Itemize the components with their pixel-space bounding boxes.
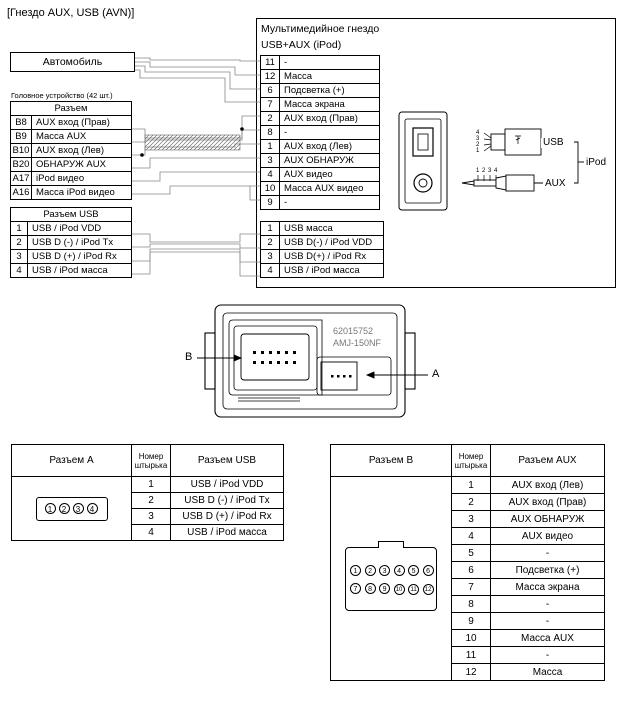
- connector-housing: [214, 304, 406, 418]
- connector-b-pins: [253, 351, 296, 364]
- connector-b-icon-cell: 1 2 3 4 5 6 7 8 9 10 11 12: [330, 476, 452, 681]
- right-latch: [404, 332, 416, 390]
- left-latch: [204, 332, 216, 390]
- connector-code-2: AMJ-150NF: [333, 338, 382, 348]
- connector-a-icon: 1 2 3 4: [35, 496, 108, 521]
- usb-plug: [490, 128, 558, 156]
- table-a-col3: Разъем USB: [170, 444, 284, 477]
- media-jack-subtitle: USB+AUX (iPod): [261, 39, 342, 51]
- aux-plug-label: AUX: [543, 178, 568, 189]
- pin-row-top: 1 2 3 4 5 6: [350, 564, 434, 576]
- media-jack-box: [256, 18, 616, 288]
- table-row: 11-: [331, 646, 605, 664]
- connector-a-frame: [316, 356, 392, 396]
- usb-pin-lines: [483, 132, 492, 152]
- shielded-cable: [144, 134, 241, 151]
- splice-dot: [240, 127, 244, 131]
- pin-circle: 2: [58, 502, 70, 514]
- ipod-label: iPod: [586, 157, 607, 168]
- car-label: Автомобиль: [42, 56, 103, 68]
- car-box: Автомобиль: [10, 52, 135, 72]
- pin-circle: 4: [86, 502, 98, 514]
- splice-dot: [140, 153, 144, 157]
- table-b-col1: Разъем B: [330, 444, 452, 477]
- media-jack-title: Мультимедийное гнездо: [261, 23, 380, 35]
- aux-plug: [461, 174, 558, 192]
- connector-code-1: 62015752: [333, 326, 374, 336]
- car-wires: [135, 57, 260, 103]
- connector-a-pins: [331, 375, 352, 378]
- usb-wires: [132, 233, 260, 277]
- connector-a-shell: [320, 361, 358, 391]
- label-a: A: [432, 368, 440, 380]
- label-b: B: [185, 351, 193, 363]
- usb-plug-label: USB: [541, 137, 566, 148]
- pin-circle: 1: [44, 502, 56, 514]
- connector-b-shell: [240, 333, 310, 381]
- head-unit-subtitle: Головное устройство (42 шт.): [11, 91, 113, 100]
- connector-b-icon: 1 2 3 4 5 6 7 8 9 10 11 12: [345, 540, 437, 611]
- jack-face: [398, 111, 448, 211]
- page-title: [Гнездо AUX, USB (AVN)]: [7, 7, 135, 19]
- callout-arrows: [197, 354, 428, 379]
- aux-pin-lines: [477, 175, 497, 181]
- table-row: 9-: [260, 195, 380, 210]
- table-b-col3: Разъем AUX: [490, 444, 605, 477]
- connector-a-icon-cell: 1 2 3 4: [11, 476, 132, 541]
- table-a-col1: Разъем A: [11, 444, 132, 477]
- pin-row-bottom: 7 8 9 10 11 12: [350, 582, 434, 595]
- pin-circle: 3: [72, 502, 84, 514]
- ipod-bracket: [574, 141, 584, 184]
